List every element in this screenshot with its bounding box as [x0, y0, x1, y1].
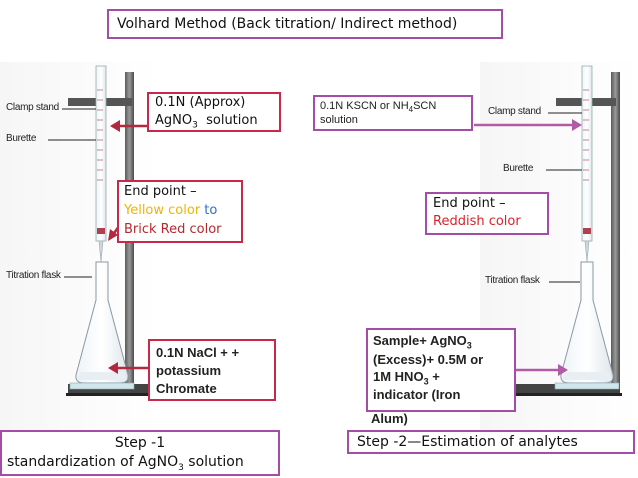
left-flask-line1: 0.1N NaCl + +	[156, 345, 240, 360]
right-burette-icon	[581, 65, 593, 263]
left-clamp-stand-label: Clamp stand	[6, 102, 59, 113]
arrow-flask-left-icon	[108, 362, 148, 374]
left-titration-flask-label: Titration flask	[6, 270, 61, 281]
left-endpoint-box: End point – Yellow color to Brick Red co…	[117, 180, 243, 243]
left-endpoint-colors: Yellow color to	[124, 203, 218, 218]
right-titration-flask-label: Titration flask	[485, 275, 540, 286]
right-step-text: Step -2—Estimation of analytes	[357, 434, 578, 450]
left-reagent-line1: 0.1N (Approx)	[155, 95, 246, 110]
arrow-reagent-right-icon	[474, 119, 582, 131]
right-flask-line5: Alum)	[371, 411, 408, 426]
left-endpoint-color2: Brick Red color	[124, 222, 222, 237]
left-flask-line2: potassium	[156, 363, 222, 378]
left-reagent-box: 0.1N (Approx) AgNO3 solution	[147, 92, 281, 132]
right-endpoint-box: End point – Reddish color	[425, 192, 549, 235]
left-reagent-line2: AgNO3 solution	[155, 113, 258, 131]
right-endpoint-label: End point –	[433, 196, 506, 211]
right-titration-flask-icon	[554, 261, 620, 390]
left-burette-label: Burette	[6, 133, 37, 144]
right-clamp-stand-label: Clamp stand	[488, 106, 541, 117]
right-step-box: Step -2—Estimation of analytes	[347, 430, 635, 454]
right-flask-line1: Sample+ AgNO3	[373, 333, 472, 351]
title-box: Volhard Method (Back titration/ Indirect…	[107, 9, 503, 39]
right-reagent-line1: 0.1N KSCN or NH4SCN	[320, 100, 437, 115]
right-flask-box: Sample+ AgNO3 (Excess)+ 0.5M or 1M HNO3 …	[366, 328, 516, 412]
left-step-box: Step -1 standardization of AgNO3 solutio…	[0, 430, 280, 476]
right-flask-line3: 1M HNO3 +	[373, 369, 440, 387]
left-titration-flask-icon	[69, 261, 135, 390]
arrow-reagent-left-icon	[110, 120, 150, 132]
right-flask-line2: (Excess)+ 0.5M or	[373, 352, 484, 367]
arrow-flask-right-icon	[516, 364, 568, 376]
right-endpoint-color: Reddish color	[433, 214, 521, 229]
left-flask-box: 0.1N NaCl + + potassium Chromate	[148, 339, 276, 401]
right-reagent-box: 0.1N KSCN or NH4SCN solution	[313, 95, 473, 131]
page-title: Volhard Method (Back titration/ Indirect…	[117, 16, 458, 32]
left-step-title: Step -1	[114, 435, 166, 451]
left-step-desc: standardization of AgNO3 solution	[7, 454, 244, 473]
left-endpoint-label: End point –	[124, 184, 197, 199]
right-burette-label: Burette	[503, 163, 534, 174]
left-flask-line3: Chromate	[156, 381, 217, 396]
left-burette-icon	[95, 65, 107, 263]
right-flask-line4: indicator (Iron	[373, 387, 461, 402]
right-reagent-line2: solution	[320, 114, 358, 126]
